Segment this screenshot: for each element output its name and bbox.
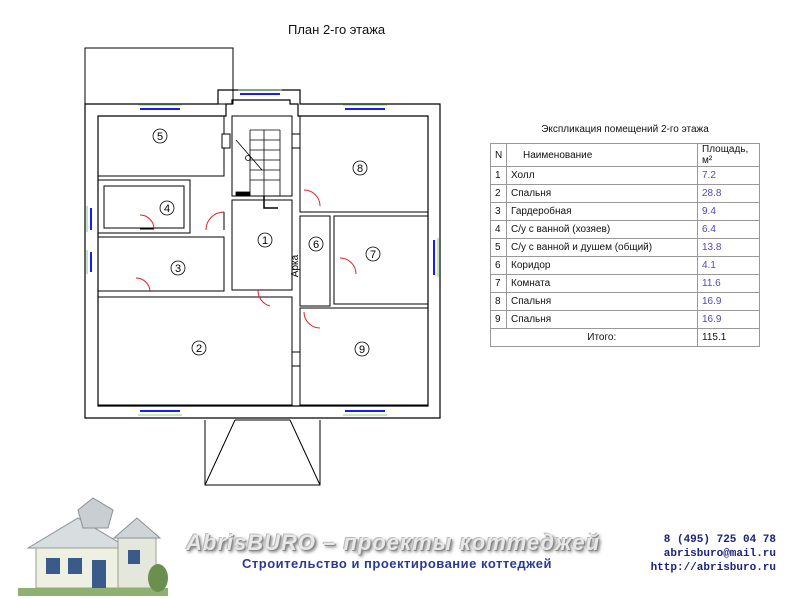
header-name: Наименование bbox=[506, 143, 698, 167]
rooms bbox=[97, 115, 429, 406]
room-num-7: 7 bbox=[370, 249, 376, 261]
room-4 bbox=[97, 179, 191, 234]
porch-roof-lines bbox=[204, 419, 321, 486]
table-title: Экспликация помещений 2-го этажа bbox=[541, 124, 709, 135]
room-num-4: 4 bbox=[164, 203, 170, 215]
row-name: Спальня bbox=[506, 184, 698, 203]
room-num-3: 3 bbox=[175, 263, 181, 275]
stairs bbox=[231, 115, 293, 197]
row-number: 6 bbox=[490, 256, 507, 275]
plan-title: План 2-го этажа bbox=[288, 22, 386, 37]
total-row: Итого: 115.1 bbox=[490, 328, 760, 347]
room-3 bbox=[97, 236, 225, 292]
row-number: 9 bbox=[490, 310, 507, 329]
row-name: Гардеробная bbox=[506, 202, 698, 221]
total-area: 115.1 bbox=[697, 328, 760, 347]
row-area: 11.6 bbox=[697, 274, 760, 293]
house-illustration bbox=[18, 497, 168, 596]
floor-plan: 5 4 3 2 1 6 7 8 9 Арка bbox=[84, 47, 441, 486]
phone-number: 8 (495) 725 04 78 bbox=[663, 534, 776, 546]
row-number: 1 bbox=[490, 166, 507, 185]
header-area: Площадь, м² bbox=[697, 143, 760, 167]
row-name: С/у с ванной и душем (общий) bbox=[506, 238, 698, 257]
row-area: 13.8 bbox=[697, 238, 760, 257]
windows bbox=[90, 93, 435, 412]
row-number: 5 bbox=[490, 238, 507, 257]
room-num-6: 6 bbox=[313, 239, 319, 251]
table-header-row: N Наименование Площадь, м² bbox=[490, 143, 760, 167]
doors bbox=[135, 189, 357, 329]
room-6 bbox=[299, 215, 331, 307]
row-area: 28.8 bbox=[697, 184, 760, 203]
row-name: Спальня bbox=[506, 310, 698, 329]
room-num-9: 9 bbox=[359, 344, 365, 356]
email-link[interactable]: abrisburo@mail.ru bbox=[663, 548, 776, 560]
row-area: 9.4 bbox=[697, 202, 760, 221]
room-2 bbox=[97, 296, 293, 406]
row-number: 7 bbox=[490, 274, 507, 293]
row-name: Коридор bbox=[506, 256, 698, 275]
room-7 bbox=[333, 215, 429, 305]
stair-treads bbox=[235, 129, 281, 209]
room-5 bbox=[97, 115, 225, 177]
row-number: 8 bbox=[490, 292, 507, 311]
row-area: 16.9 bbox=[697, 310, 760, 329]
room-num-5: 5 bbox=[157, 131, 163, 143]
row-area: 4.1 bbox=[697, 256, 760, 275]
porch-outline bbox=[204, 420, 321, 486]
room-num-8: 8 bbox=[357, 163, 363, 175]
room-num-1: 1 bbox=[262, 235, 268, 247]
row-number: 3 bbox=[490, 202, 507, 221]
room-9 bbox=[299, 307, 429, 406]
window-sills bbox=[86, 89, 439, 416]
row-area: 7.2 bbox=[697, 166, 760, 185]
header-n: N bbox=[490, 143, 507, 167]
brand-tagline: Строительство и проектирование коттеджей bbox=[242, 556, 552, 571]
room-8 bbox=[299, 115, 429, 213]
vent-marks bbox=[221, 133, 301, 367]
arch-label: Арка bbox=[290, 254, 301, 277]
row-name: Комната bbox=[506, 274, 698, 293]
site-link[interactable]: http://abrisburo.ru bbox=[650, 562, 776, 574]
total-label: Итого: bbox=[506, 328, 698, 347]
row-name: Холл bbox=[506, 166, 698, 185]
room-num-2: 2 bbox=[196, 343, 202, 355]
row-area: 16.9 bbox=[697, 292, 760, 311]
room-circles bbox=[152, 128, 381, 357]
balcony-outline bbox=[84, 47, 234, 105]
row-name: Спальня bbox=[506, 292, 698, 311]
row-area: 6.4 bbox=[697, 220, 760, 239]
row-number: 2 bbox=[490, 184, 507, 203]
row-name: С/у с ванной (хозяев) bbox=[506, 220, 698, 239]
footer: AbrisBURO – проекты коттеджей Строительс… bbox=[0, 488, 800, 600]
room-1 bbox=[231, 199, 293, 291]
row-number: 4 bbox=[490, 220, 507, 239]
walls bbox=[84, 89, 441, 419]
brand-name: AbrisBURO – проекты коттеджей bbox=[186, 530, 601, 555]
room-numbers: 5 4 3 2 1 6 7 8 9 bbox=[157, 131, 376, 356]
